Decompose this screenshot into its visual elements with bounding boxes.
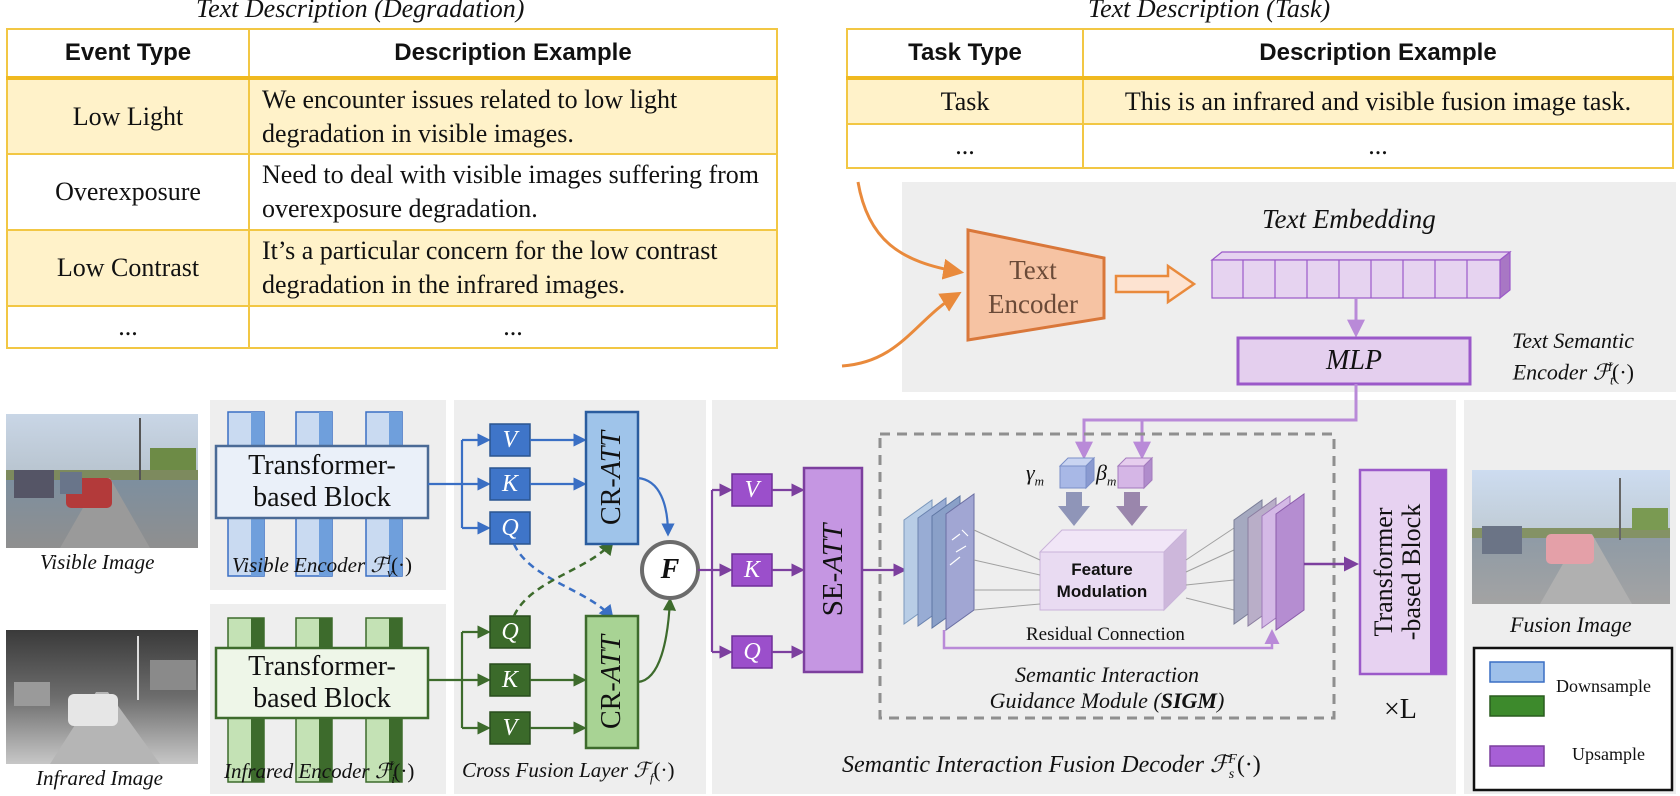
sigm-label: Semantic Interaction Guidance Module (SI… bbox=[989, 662, 1225, 713]
visible-q-label: Q bbox=[501, 514, 519, 541]
task-caption: Text Description (Task) bbox=[1088, 0, 1331, 23]
decoder-k-box bbox=[731, 553, 773, 587]
description-cell: Need to deal with visible images sufferi… bbox=[248, 153, 778, 231]
visible-transformer-block bbox=[214, 444, 430, 520]
degradation-table: Event Type Description Example Low Light… bbox=[6, 28, 778, 349]
infrared-image bbox=[6, 630, 198, 764]
fusion-image bbox=[1472, 470, 1670, 604]
infrared-k-box bbox=[489, 663, 531, 697]
sigm-module-outline bbox=[878, 432, 1336, 720]
text-encoder-shape bbox=[966, 228, 1106, 342]
event-type-cell: ... bbox=[6, 305, 250, 349]
text-embedding-label: Text Embedding bbox=[1262, 204, 1436, 234]
table-row: ... ... bbox=[846, 123, 1674, 169]
visible-v-box bbox=[489, 423, 531, 457]
mlp-label: MLP bbox=[1326, 345, 1382, 376]
table-row: Task This is an infrared and visible fus… bbox=[846, 77, 1674, 125]
visible-v-label: V bbox=[502, 426, 518, 453]
legend-blue-swatch bbox=[1489, 661, 1545, 683]
visible-encoder-label: Visible Encoder ℱvI(·) bbox=[232, 552, 413, 581]
visible-block-label: Transformer-based Block bbox=[248, 450, 396, 513]
decoder-q-box bbox=[731, 635, 773, 669]
visible-image-label: Visible Image bbox=[40, 550, 155, 574]
repeat-l-label: ×L bbox=[1384, 694, 1417, 725]
infrared-encoder-label: Infrared Encoder ℱiI(·) bbox=[224, 758, 415, 787]
visible-k-label: K bbox=[501, 470, 518, 497]
infrared-v-box bbox=[489, 711, 531, 745]
infrared-transformer-block bbox=[214, 646, 430, 720]
task-description-header: Description Example bbox=[1082, 28, 1674, 80]
visible-image bbox=[6, 414, 198, 548]
decoder-label: Semantic Interaction Fusion Decoder ℱsF(… bbox=[842, 752, 1261, 782]
decoder-k-label: K bbox=[743, 556, 760, 583]
decoder-v-box bbox=[731, 473, 773, 507]
table-row: ... ... bbox=[6, 305, 778, 349]
infrared-image-label: Infrared Image bbox=[36, 766, 163, 790]
description-cell: We encounter issues related to low light… bbox=[248, 77, 778, 155]
legend-purple-swatch bbox=[1489, 745, 1545, 767]
task-table: Task Type Description Example Task This … bbox=[846, 28, 1674, 169]
task-type-header: Task Type bbox=[846, 28, 1084, 80]
table-row: Low Light We encounter issues related to… bbox=[6, 77, 778, 155]
text-semantic-encoder-label: Text Semantic Encoder ℱtI(·) bbox=[1512, 328, 1634, 388]
legend-downsample-label: Downsample bbox=[1556, 676, 1651, 696]
beta-cube bbox=[1116, 456, 1154, 490]
visible-cr-att-label: CR-ATT bbox=[596, 431, 627, 525]
description-example-header: Description Example bbox=[248, 28, 778, 80]
legend-green-swatch bbox=[1489, 695, 1545, 717]
event-type-header: Event Type bbox=[6, 28, 250, 80]
table-row: Low Contrast It’s a particular concern f… bbox=[6, 229, 778, 307]
decoder-v-label: V bbox=[744, 476, 760, 503]
decoder-transformer-label: Transformer-based Block bbox=[1369, 503, 1426, 641]
task-type-cell: ... bbox=[846, 123, 1084, 169]
infrared-q-box bbox=[489, 615, 531, 649]
beta-label: βm bbox=[1096, 460, 1117, 489]
infrared-v-label: V bbox=[502, 714, 518, 741]
event-type-cell: Low Light bbox=[6, 77, 250, 155]
degradation-caption: Text Description (Degradation) bbox=[196, 0, 525, 23]
infrared-k-label: K bbox=[501, 666, 518, 693]
residual-connection-label: Residual Connection bbox=[1026, 624, 1185, 645]
event-type-cell: Low Contrast bbox=[6, 229, 250, 307]
downsample-feature-stack bbox=[903, 493, 975, 631]
visible-q-box bbox=[489, 511, 531, 545]
se-att-label: SE-ATT bbox=[816, 523, 849, 617]
event-type-cell: Overexposure bbox=[6, 153, 250, 231]
gamma-cube bbox=[1058, 456, 1096, 490]
task-type-cell: Task bbox=[846, 77, 1084, 125]
legend-upsample-label: Upsample bbox=[1572, 744, 1645, 764]
text-embedding-vector bbox=[1210, 250, 1512, 300]
decoder-q-label: Q bbox=[743, 638, 761, 665]
description-cell: It’s a particular concern for the low co… bbox=[248, 229, 778, 307]
infrared-cr-att-label: CR-ATT bbox=[596, 635, 627, 729]
fusion-image-label: Fusion Image bbox=[1510, 612, 1632, 637]
mlp-box bbox=[1236, 336, 1472, 386]
feature-modulation-box bbox=[1038, 528, 1188, 612]
gamma-label: γm bbox=[1026, 460, 1045, 489]
fusion-operator-label: F bbox=[660, 554, 680, 585]
upsample-feature-stack bbox=[1233, 493, 1305, 631]
table-row: Overexposure Need to deal with visible i… bbox=[6, 153, 778, 231]
task-description-cell: This is an infrared and visible fusion i… bbox=[1082, 77, 1674, 125]
description-cell: ... bbox=[248, 305, 778, 349]
infrared-q-label: Q bbox=[501, 618, 519, 645]
cross-fusion-label: Cross Fusion Layer ℱf(·) bbox=[462, 758, 675, 786]
infrared-block-label: Transformer-based Block bbox=[248, 651, 396, 714]
task-description-cell: ... bbox=[1082, 123, 1674, 169]
